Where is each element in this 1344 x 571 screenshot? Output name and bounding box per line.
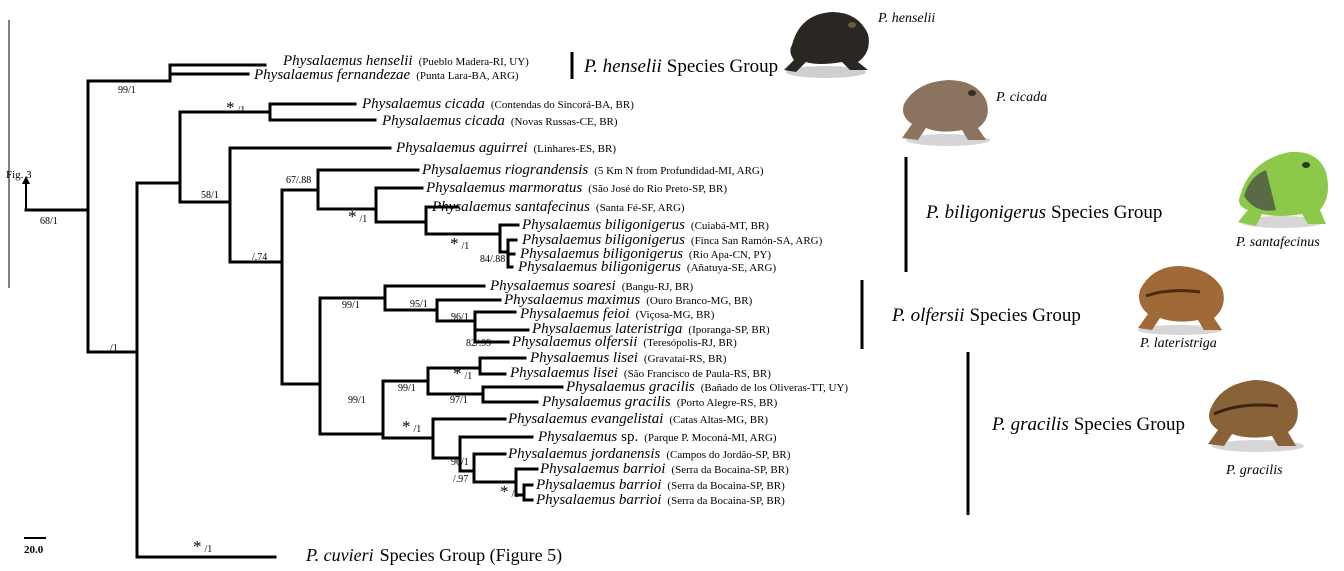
support-value: 95/1 [410, 299, 428, 310]
support-value: /.74 [252, 252, 267, 263]
group-label-henselii: P. henseliiSpecies Group [583, 56, 778, 77]
scale-label: 20.0 [24, 544, 44, 556]
species-label: Physalaemus marmoratus(São José do Rio P… [425, 180, 727, 196]
support-value: 99/1 [398, 383, 416, 394]
support-value: */1 [402, 417, 421, 436]
support-value: /.97 [453, 474, 468, 485]
species-label: Physalaemus riograndensis(5 Km N from Pr… [421, 162, 764, 178]
species-label: Physalaemus cicada(Contendas do Sincorá-… [361, 96, 634, 112]
support-value: 96/1 [451, 312, 469, 323]
frog-photo-lateristriga [1138, 266, 1224, 335]
support-value: 84/.88 [480, 254, 505, 265]
group-label-biligonigerus: P. biligonigerusSpecies Group [925, 202, 1162, 223]
frog-photo-cicada [902, 80, 990, 146]
species-label: Physalaemus gracilis(Bañado de los Olive… [565, 379, 848, 395]
group-label-olfersii: P. olfersiiSpecies Group [891, 305, 1081, 326]
species-label: Physalaemus aguirrei(Linhares-ES, BR) [395, 140, 616, 156]
species-label: Physalaemus evangelistai(Catas Altas-MG,… [507, 411, 768, 427]
support-value: */1 [226, 98, 245, 117]
species-label: Physalaemus barrioi(Serra da Bocaina-SP,… [535, 492, 785, 508]
species-label: Physalaemus gracilis(Porto Alegre-RS, BR… [541, 394, 778, 410]
support-value: 97/1 [450, 395, 468, 406]
frog-photo-henselii [784, 12, 869, 78]
branch [180, 104, 375, 120]
support-value: 99/1 [118, 85, 136, 96]
support-value: */1 [193, 537, 212, 556]
branch [88, 65, 265, 81]
support-value: 99/1 [348, 395, 366, 406]
support-value: 96/1 [451, 457, 469, 468]
cuvieri-label: P. cuvieriSpecies Group (Figure 5) [305, 545, 562, 566]
group-label-gracilis: P. gracilisSpecies Group [991, 414, 1185, 435]
species-label: Physalaemus biligonigerus(Añatuya-SE, AR… [517, 259, 776, 275]
photo-label-santafecinus: P. santafecinus [1235, 235, 1320, 250]
frog-photo-santafecinus [1238, 152, 1328, 228]
species-label: Physalaemus jordanensis(Campos do Jordão… [507, 446, 791, 462]
frog-photo-gracilis [1208, 380, 1304, 452]
species-label: Physalaemus lisei(Gravataí-RS, BR) [529, 350, 727, 366]
support-value: 82/.99 [466, 338, 491, 349]
species-label: Physalaemus barrioi(Serra da Bocaina-SP,… [539, 461, 789, 477]
support-value: */1 [450, 234, 469, 253]
support-value: 99/1 [342, 300, 360, 311]
fig3-label: Fig. 3 [6, 169, 32, 181]
support-value: 58/1 [201, 190, 219, 201]
support-value: 68/1 [40, 216, 58, 227]
photo-label-cicada: P. cicada [995, 90, 1047, 105]
support-value: 67/.88 [286, 175, 311, 186]
species-label: Physalaemus fernandezae(Punta Lara-BA, A… [253, 67, 519, 83]
branch [320, 286, 528, 342]
species-label: Physalaemus biligonigerus(Cuiabá-MT, BR) [521, 217, 769, 233]
species-label: Physalaemus feioi(Viçosa-MG, BR) [519, 306, 715, 322]
support-value: /1 [110, 343, 118, 354]
species-label: Physalaemus barrioi(Serra da Bocaina-SP,… [535, 477, 785, 493]
photo-label-lateristriga: P. lateristriga [1139, 336, 1217, 351]
species-label: Physalaemus santafecinus(Santa Fé-SF, AR… [431, 199, 685, 215]
photo-label-henselii: P. henselii [877, 11, 935, 26]
photo-label-gracilis: P. gracilis [1225, 463, 1283, 478]
species-label: Physalaemus cicada(Novas Russas-CE, BR) [381, 113, 618, 129]
species-label: Physalaemus olfersii(Teresópolis-RJ, BR) [511, 334, 737, 350]
tree-branches [26, 65, 562, 557]
species-label: Physalaemussp.(Parque P. Moconá-MI, ARG) [537, 429, 777, 445]
